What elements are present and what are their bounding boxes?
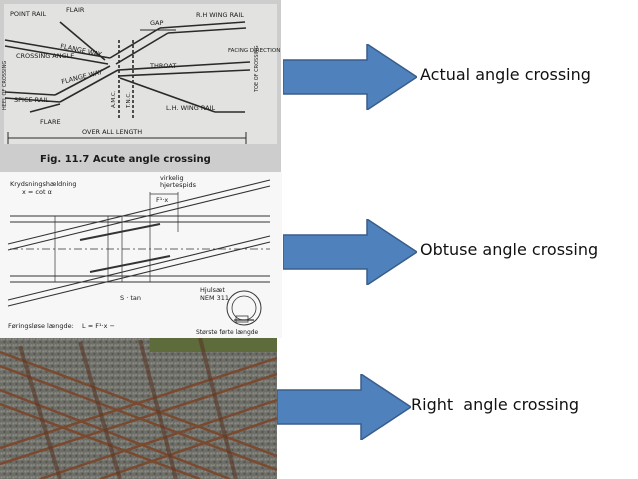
hjulsaet-label: Hjulsæt bbox=[200, 286, 225, 294]
arrow-right-icon bbox=[283, 44, 417, 110]
arrow-right-icon bbox=[283, 219, 417, 285]
throat-label: THROAT bbox=[149, 62, 176, 70]
formula-top-label: x = cot α bbox=[22, 188, 52, 196]
nem-label: NEM 311 bbox=[200, 294, 229, 302]
lh-wing-rail-label: L.H. WING RAIL bbox=[166, 104, 216, 112]
obtuse-crossing-figure: Krydsningshældning x = cot α virkelig hj… bbox=[0, 172, 282, 338]
flare-label: FLARE bbox=[40, 118, 61, 126]
obtuse-angle-crossing-label: Obtuse angle crossing bbox=[420, 240, 599, 259]
amc-label: A.M.C. bbox=[111, 90, 117, 108]
toe-of-crossing-label: TOE OF CROSSING bbox=[254, 45, 260, 93]
splice-rail-label: SPICE RAIL bbox=[14, 96, 49, 104]
heel-of-crossing-label: HEEL OF CROSSING bbox=[2, 61, 8, 110]
arrow-right-icon bbox=[277, 374, 411, 440]
acute-crossing-figure: POINT RAIL FLAIR GAP R.H WING RAIL FLANG… bbox=[0, 0, 281, 172]
storste-label: Største førte længde bbox=[196, 329, 259, 336]
formula-bottom-label: L ≈ F¹·x − bbox=[82, 322, 115, 330]
tnc-label: T.N.C. bbox=[126, 92, 132, 109]
flair-label: FLAIR bbox=[66, 6, 85, 14]
right-angle-crossing-photo bbox=[0, 338, 277, 479]
facing-direction-label: FACING DIRECTION bbox=[228, 48, 280, 54]
crossing-angle-label: CROSSING ANGLE bbox=[16, 52, 74, 60]
rh-wing-rail-label: R.H WING RAIL bbox=[196, 11, 244, 19]
krydsnings-label: Krydsningshældning bbox=[10, 180, 76, 188]
foringslose-label: Føringsløse længde: bbox=[8, 322, 74, 330]
virkelig-label: virkelig bbox=[160, 174, 184, 182]
hjertespids-label: hjertespids bbox=[160, 181, 197, 189]
actual-angle-crossing-label: Actual angle crossing bbox=[420, 65, 591, 84]
right-angle-crossing-label: Right angle crossing bbox=[411, 395, 580, 414]
figure-caption: Fig. 11.7 Acute angle crossing bbox=[40, 154, 211, 165]
point-rail-label: POINT RAIL bbox=[10, 10, 46, 18]
f1x-label: F¹·x bbox=[156, 196, 168, 204]
stan-label: S · tan bbox=[120, 294, 141, 302]
overall-length-label: OVER ALL LENGTH bbox=[82, 128, 142, 136]
gap-label: GAP bbox=[150, 19, 163, 27]
